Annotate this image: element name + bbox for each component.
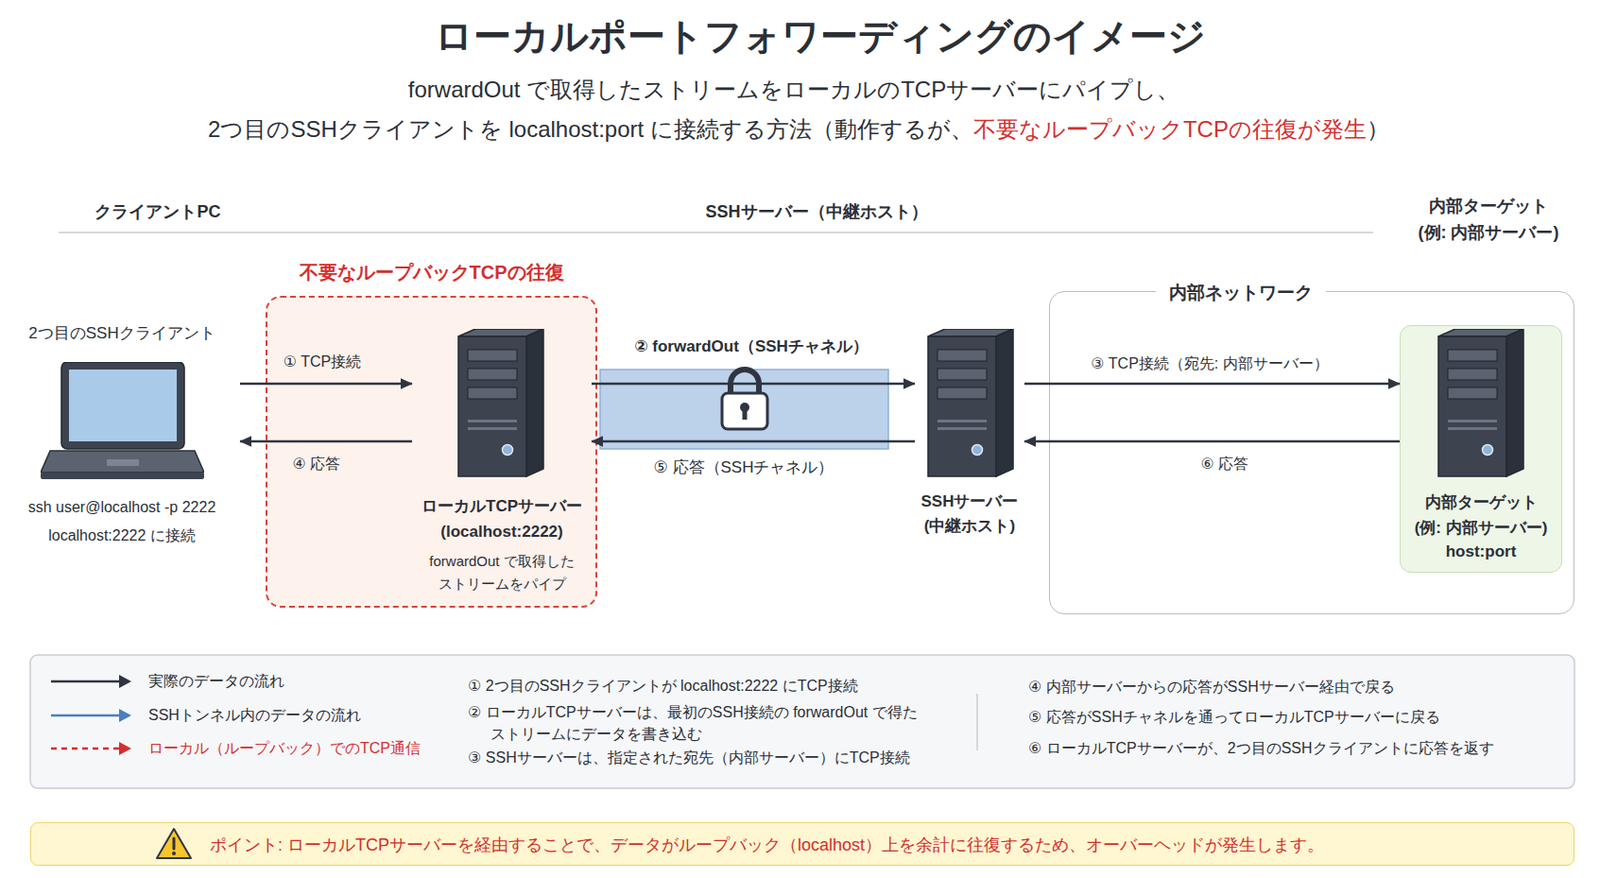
legend-text: 実際のデータの流れ [148, 670, 285, 693]
ssh-server: SSHサーバー (中継ホスト) [914, 321, 1025, 539]
flow-arrow [591, 440, 915, 444]
internal-network: 内部ターゲット(例: 内部サーバー)host:port内部ネットワーク [1049, 291, 1575, 615]
node-address: host:port [1400, 539, 1562, 565]
step-note: ④ 内部サーバーからの応答がSSHサーバー経由で戻る [1028, 676, 1395, 698]
warning-icon [156, 828, 191, 859]
loopback-zone: ローカルTCPサーバー (localhost:2222) forwardOut で… [265, 295, 598, 608]
column-header: クライアントPC [94, 200, 221, 224]
point-callout: ポイント: ローカルTCPサーバーを経由することで、データがループバック（loc… [30, 822, 1575, 866]
edge-label: ③ TCP接続（宛先: 内部サーバー） [1090, 352, 1328, 376]
legend-sample-head [119, 708, 132, 723]
step-note: ⑤ 応答がSSHチャネルを通ってローカルTCPサーバーに戻る [1028, 706, 1441, 728]
edge-label: ④ 応答 [292, 452, 342, 476]
legend-sample [49, 704, 135, 727]
column-header: SSHサーバー（中継ホスト） [705, 200, 928, 224]
subtitle-line: 2つ目のSSHクライアントを localhost:port に接続する方法（動作… [207, 114, 1390, 145]
legend-text: ローカル（ループバック）でのTCP通信 [148, 737, 421, 760]
ssh-tunnel-band [600, 369, 889, 449]
flow-arrow [1024, 382, 1400, 386]
lock-shackle [730, 369, 759, 396]
step-note: ② ローカルTCPサーバーは、最初のSSH接続の forwardOut で得た … [467, 701, 931, 745]
column-header: 内部ターゲット [1428, 194, 1549, 219]
flow-arrow [591, 382, 915, 386]
header-rule [58, 231, 1374, 234]
zone-heading: 内部ネットワーク [1155, 280, 1326, 306]
edge-label: ① TCP接続 [283, 350, 362, 374]
edge-label: ⑤ 応答（SSHチャネル） [653, 456, 835, 480]
subtitle: forwardOut で取得したストリームをローカルのTCPサーバーにパイプし、 [408, 73, 1180, 106]
legend-sample-head [119, 674, 132, 689]
client-laptop: 2つ目のSSHクライアント ssh user@localhost -p 2222 … [3, 319, 241, 556]
flow-arrow [1024, 440, 1400, 444]
subtitle: 2つ目のSSHクライアントを localhost:port に接続する方法（動作… [207, 116, 974, 142]
legend-text: SSHトンネル内のデータの流れ [148, 704, 362, 727]
legend-sample [49, 670, 135, 693]
legend-panel [30, 654, 1575, 789]
legend-item: SSHトンネル内のデータの流れ [49, 704, 447, 727]
subtitle: ） [1366, 116, 1390, 142]
command-text: ssh user@localhost -p 2222 localhost:222… [3, 493, 241, 551]
flow-arrow [240, 440, 413, 444]
warning-triangle [156, 828, 191, 859]
flow-arrow [240, 382, 413, 386]
legend-sample-line [51, 714, 121, 718]
subtitle-highlight: 不要なループバックTCPの往復が発生 [973, 116, 1367, 142]
zone-heading: 不要なループバックTCPの往復 [267, 259, 596, 285]
node-title: SSHサーバー (中継ホスト) [914, 489, 1025, 539]
legend-sample [49, 737, 135, 760]
lock-icon [722, 369, 768, 430]
server-icon [928, 328, 1014, 477]
local-tcp-server: ローカルTCPサーバー (localhost:2222) forwardOut で… [412, 323, 592, 593]
legend-item: 実際のデータの流れ [49, 670, 447, 693]
lock-keyhole [742, 408, 748, 420]
legend-sample-line [51, 680, 121, 684]
node-title: (例: 内部サーバー) [1400, 516, 1562, 541]
step-note: ③ SSHサーバーは、指定された宛先（内部サーバー）にTCP接続 [467, 747, 911, 769]
warning-mark [172, 851, 176, 856]
diagram-title: ローカルポートフォワーディングのイメージ [434, 13, 1206, 59]
lock-keyhole [739, 402, 750, 413]
callout-text: ポイント: ローカルTCPサーバーを経由することで、データがループバック（loc… [209, 833, 1325, 857]
legend-sample-head [119, 741, 132, 756]
step-note: ① 2つ目のSSHクライアントが localhost:2222 にTCP接続 [467, 675, 859, 697]
laptop-icon [40, 361, 205, 480]
node-note: forwardOut で取得した ストリームをパイプ [412, 550, 592, 596]
lock-body [722, 393, 768, 430]
legend-item: ローカル（ループバック）でのTCP通信 [49, 737, 447, 760]
warning-mark [172, 838, 176, 849]
legend-sample-line [51, 747, 121, 751]
node-title: ローカルTCPサーバー (localhost:2222) [412, 493, 592, 545]
server-icon [458, 328, 544, 477]
edge-label: ⑥ 応答 [1201, 452, 1250, 476]
node-title: 内部ターゲット [1400, 490, 1562, 516]
legend-divider [976, 693, 979, 751]
node-title: 2つ目のSSHクライアント [3, 323, 241, 345]
internal-target: 内部ターゲット(例: 内部サーバー)host:port [1399, 325, 1563, 573]
edge-label: ② forwardOut（SSHチャネル） [634, 335, 869, 359]
step-note: ⑥ ローカルTCPサーバーが、2つ目のSSHクライアントに応答を返す [1028, 738, 1495, 759]
server-icon [1438, 328, 1524, 477]
column-header: (例: 内部サーバー) [1418, 221, 1560, 245]
